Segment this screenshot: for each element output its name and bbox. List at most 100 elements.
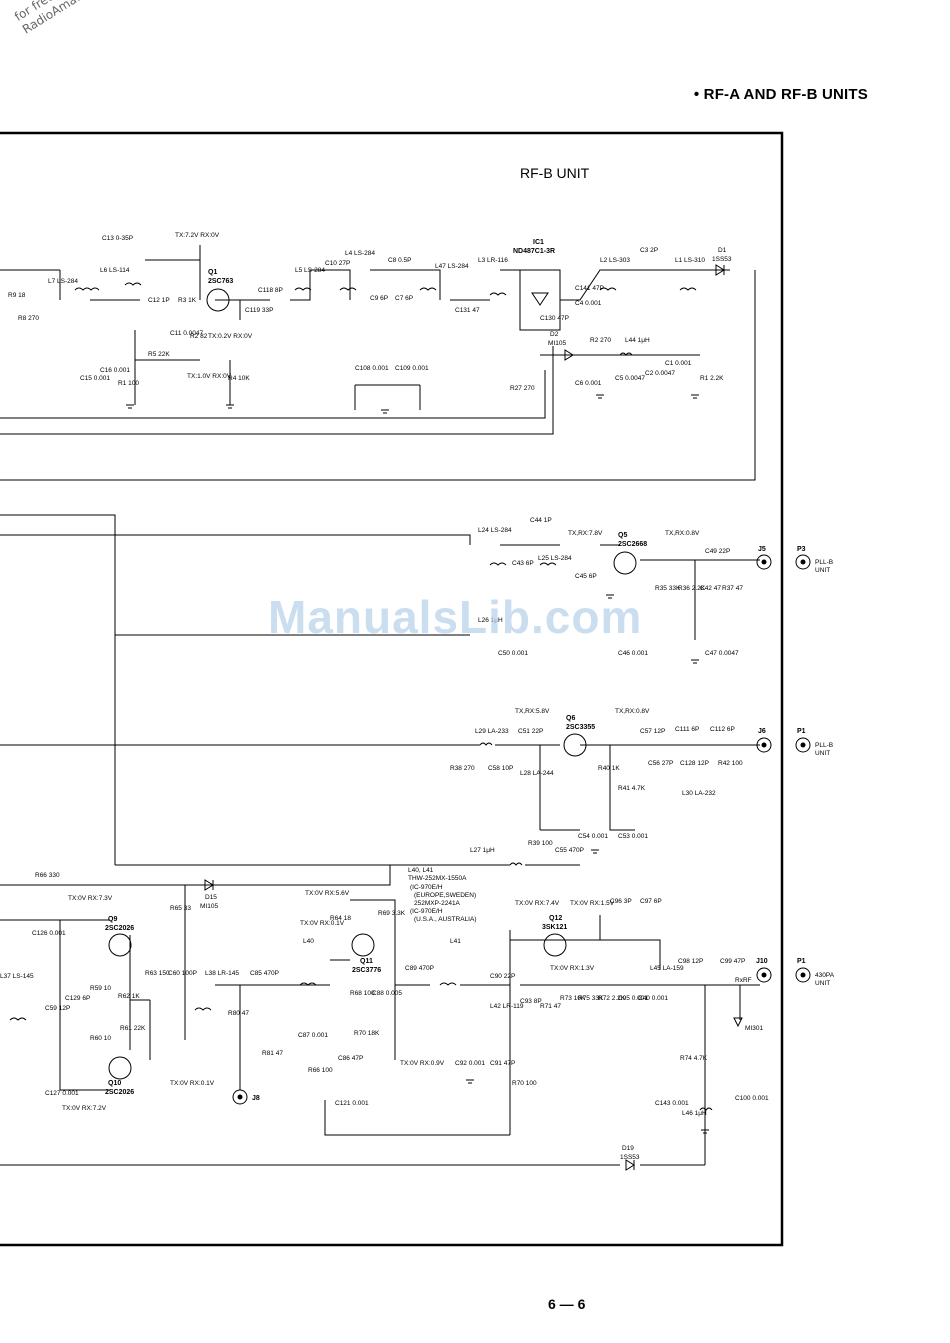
svg-text:R62 1K: R62 1K (118, 993, 140, 1000)
svg-text:C15 0.001: C15 0.001 (80, 375, 110, 382)
svg-text:C46 0.001: C46 0.001 (618, 650, 648, 657)
svg-text:L2 LS-303: L2 LS-303 (600, 257, 630, 264)
svg-text:C108 0.001: C108 0.001 (355, 365, 389, 372)
svg-text:C16 0.001: C16 0.001 (100, 367, 130, 374)
svg-text:J8: J8 (252, 1095, 260, 1102)
ic1-ref: IC1 (533, 239, 544, 246)
svg-text:R66 100: R66 100 (308, 1067, 333, 1074)
transistor-q10: Q10 2SC2026 (105, 1056, 134, 1096)
page-number: 6 — 6 (548, 1296, 586, 1312)
svg-text:C5 0.0047: C5 0.0047 (615, 375, 645, 382)
svg-text:TX,RX:5.8V: TX,RX:5.8V (515, 708, 550, 715)
q5-ref: Q5 (618, 532, 627, 539)
svg-text:C42 47: C42 47 (700, 585, 721, 592)
svg-text:R3 1K: R3 1K (178, 297, 197, 304)
svg-text:R1 2.2K: R1 2.2K (700, 375, 724, 382)
svg-text:R60 10: R60 10 (90, 1035, 111, 1042)
transistor-q12: Q12 3SK121 (542, 915, 567, 957)
svg-text:C59 12P: C59 12P (45, 1005, 70, 1012)
svg-text:C10 27P: C10 27P (325, 260, 350, 267)
svg-text:TX:0V RX:0.1V: TX:0V RX:0.1V (170, 1080, 215, 1087)
svg-text:C86 47P: C86 47P (338, 1055, 363, 1062)
svg-text:C3 2P: C3 2P (640, 247, 658, 254)
svg-text:(EUROPE,SWEDEN): (EUROPE,SWEDEN) (414, 892, 476, 899)
plug-p1-pll-b: P1 PLL-B UNIT (795, 728, 833, 757)
svg-text:R2 270: R2 270 (590, 337, 611, 344)
svg-text:R9 18: R9 18 (8, 292, 26, 299)
svg-text:R73 10K: R73 10K (560, 995, 586, 1002)
part-labels: R9 18 R8 270 L7 LS-284 L6 LS-114 C13 0-3… (0, 235, 769, 1117)
svg-text:L3 LR-116: L3 LR-116 (478, 257, 508, 264)
svg-text:C99 47P: C99 47P (720, 958, 745, 965)
svg-text:TX,RX:0.8V: TX,RX:0.8V (615, 708, 650, 715)
svg-text:L38 LR-145: L38 LR-145 (205, 970, 239, 977)
q12-ref: Q12 (549, 915, 562, 922)
svg-text:L30 LA-232: L30 LA-232 (682, 790, 716, 797)
svg-text:TX:1.0V RX:0V: TX:1.0V RX:0V (187, 373, 232, 380)
q11-type: 2SC3776 (352, 967, 381, 974)
svg-text:C100 0.001: C100 0.001 (735, 1095, 769, 1102)
svg-text:R80 47: R80 47 (228, 1010, 249, 1017)
svg-text:R35 33K: R35 33K (655, 585, 681, 592)
svg-text:C49 22P: C49 22P (705, 548, 730, 555)
svg-text:C12 1P: C12 1P (148, 297, 170, 304)
svg-text:C88 0.005: C88 0.005 (372, 990, 402, 997)
svg-text:C11 0.0047: C11 0.0047 (170, 330, 204, 337)
svg-text:C141 47P: C141 47P (575, 285, 604, 292)
svg-text:MI105: MI105 (200, 903, 218, 910)
svg-text:C47 0.0047: C47 0.0047 (705, 650, 739, 657)
q12-type: 3SK121 (542, 924, 567, 931)
svg-text:C97 6P: C97 6P (640, 898, 662, 905)
svg-text:R39 100: R39 100 (528, 840, 553, 847)
svg-text:UNIT: UNIT (815, 980, 830, 987)
diode-d2: D2 MI105 (548, 331, 574, 361)
svg-text:R36 2.2K: R36 2.2K (678, 585, 706, 592)
svg-text:J10: J10 (756, 958, 768, 965)
q1-ref: Q1 (208, 269, 217, 276)
plug-p1-430pa: P1 430PA UNIT (795, 958, 835, 987)
svg-text:430PA: 430PA (815, 972, 835, 979)
transistor-q1: Q1 2SC763 (206, 269, 233, 312)
svg-text:C89 470P: C89 470P (405, 965, 434, 972)
svg-text:R59 10: R59 10 (90, 985, 111, 992)
svg-text:R64 18: R64 18 (330, 915, 351, 922)
svg-text:C109 0.001: C109 0.001 (395, 365, 429, 372)
q6-type: 2SC3355 (566, 724, 595, 731)
svg-text:L27 1μH: L27 1μH (470, 847, 495, 854)
svg-text:L26 1μH: L26 1μH (478, 617, 503, 624)
svg-text:PLL-B: PLL-B (815, 559, 833, 566)
svg-text:C1 0.001: C1 0.001 (665, 360, 692, 367)
svg-text:TX:0V RX:7.3V: TX:0V RX:7.3V (68, 895, 113, 902)
svg-text:R70 18K: R70 18K (354, 1030, 380, 1037)
svg-text:C43 6P: C43 6P (512, 560, 534, 567)
svg-text:P3: P3 (797, 546, 806, 553)
svg-text:(IC-970E/H: (IC-970E/H (410, 884, 443, 891)
transistor-q5: Q5 2SC2668 (613, 532, 647, 575)
q11-ref: Q11 (360, 958, 373, 965)
svg-text:TX:0V RX:1.3V: TX:0V RX:1.3V (550, 965, 595, 972)
svg-text:C6 0.001: C6 0.001 (575, 380, 602, 387)
svg-text:1SS53: 1SS53 (620, 1154, 640, 1161)
svg-text:R66 330: R66 330 (35, 872, 60, 879)
svg-text:L40: L40 (303, 938, 314, 945)
q1-type: 2SC763 (208, 278, 233, 285)
voltage-labels: TX:7.2V RX:0V TX:0.2V RX:0V TX:1.0V RX:0… (62, 232, 752, 1112)
svg-text:C119 33P: C119 33P (245, 307, 273, 314)
svg-text:R41 4.7K: R41 4.7K (618, 785, 646, 792)
svg-text:R72 2.2K: R72 2.2K (598, 995, 626, 1002)
site-watermark: ManualsLib.com (268, 591, 643, 643)
svg-text:R42 100: R42 100 (718, 760, 743, 767)
svg-text:RxRF: RxRF (735, 977, 752, 984)
jack-j5: J5 (756, 546, 772, 570)
svg-text:R65 33: R65 33 (170, 905, 191, 912)
svg-text:R5 22K: R5 22K (148, 351, 170, 358)
svg-text:C2 0.0047: C2 0.0047 (645, 370, 675, 377)
ic1-mixer: IC1 ND487C1-3R (513, 239, 561, 331)
ground-symbols (126, 394, 709, 1134)
svg-text:L29 LA-233: L29 LA-233 (475, 728, 509, 735)
jack-j6: J6 (756, 728, 772, 753)
svg-text:TX,RX:0.8V: TX,RX:0.8V (665, 530, 700, 537)
svg-text:R1 100: R1 100 (118, 380, 139, 387)
svg-text:MI105: MI105 (548, 340, 566, 347)
svg-text:PLL-B: PLL-B (815, 742, 833, 749)
